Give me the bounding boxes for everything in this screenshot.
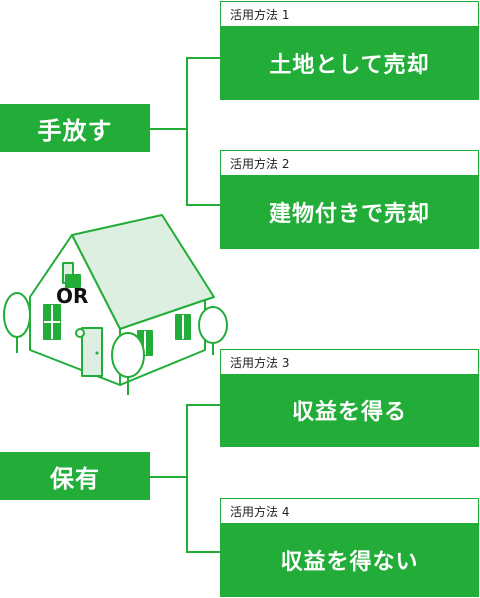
method-card-1: 活用方法 1 土地として売却	[220, 1, 479, 100]
tree-icon	[198, 306, 228, 355]
method-tag: 活用方法 1	[221, 2, 478, 26]
method-tag: 活用方法 2	[221, 151, 478, 175]
method-card-3: 活用方法 3 収益を得る	[220, 349, 479, 447]
house-icon	[3, 214, 228, 395]
method-card-2: 活用方法 2 建物付きで売却	[220, 150, 479, 249]
category-release: 手放す	[0, 104, 150, 152]
category-label: 手放す	[37, 116, 113, 145]
connector-line	[186, 404, 220, 406]
category-label: 保有	[50, 464, 100, 493]
connector-line	[150, 128, 187, 130]
connector-line	[186, 204, 220, 206]
category-keep: 保有	[0, 452, 150, 500]
method-label: 建物付きで売却	[221, 175, 478, 248]
connector-line	[186, 404, 188, 552]
method-label: 収益を得ない	[221, 523, 478, 596]
method-tag: 活用方法 4	[221, 499, 478, 523]
method-label: 土地として売却	[221, 26, 478, 99]
connector-line	[186, 57, 188, 205]
method-label: 収益を得る	[221, 374, 478, 446]
tree-icon	[3, 292, 31, 353]
connector-line	[186, 57, 220, 59]
method-tag: 活用方法 3	[221, 350, 478, 374]
connector-line	[150, 476, 187, 478]
or-label: OR	[56, 284, 89, 308]
tree-icon	[111, 332, 145, 395]
method-card-4: 活用方法 4 収益を得ない	[220, 498, 479, 597]
connector-line	[186, 551, 220, 553]
